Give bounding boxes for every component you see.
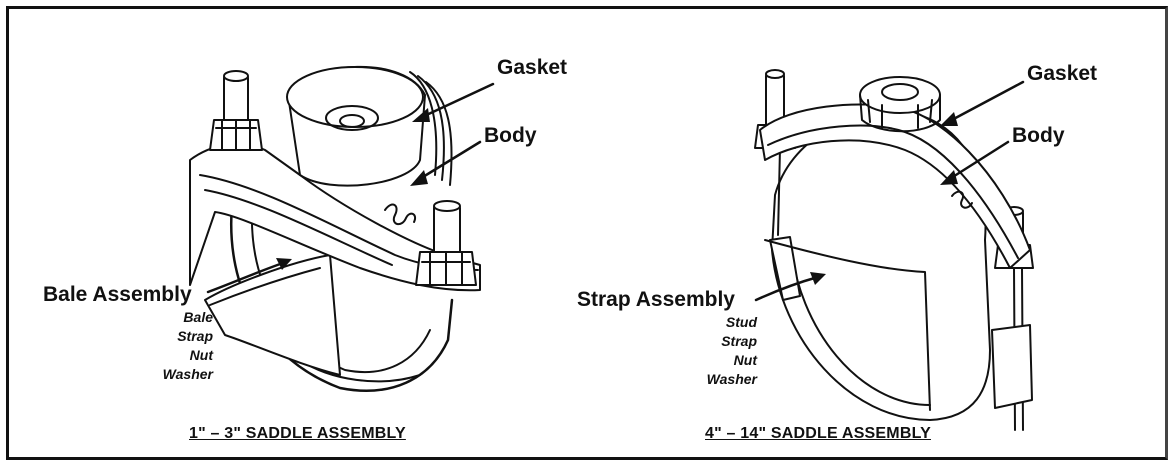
left-caption: 1" – 3" SADDLE ASSEMBLY [189, 425, 406, 442]
body-arrowhead-left [410, 170, 428, 186]
left-gasket-label: Gasket [497, 56, 568, 79]
right-component-1: Stud [725, 314, 757, 330]
assembly-arrowhead-left [276, 258, 292, 270]
large-saddle-drawing [754, 69, 1034, 431]
right-component-2: Strap [721, 333, 757, 349]
right-component-4: Washer [706, 371, 757, 387]
right-caption: 4" – 14" SADDLE ASSEMBLY [705, 425, 931, 442]
left-leader-lines [206, 82, 495, 294]
assembly-arrowhead-right [810, 272, 826, 285]
small-saddle-drawing [189, 65, 481, 392]
body-arrowhead-right [940, 170, 958, 185]
left-component-2: Strap [177, 328, 213, 344]
left-component-list: Bale Strap Nut Washer [133, 308, 213, 384]
left-component-3: Nut [189, 347, 213, 363]
left-component-1: Bale [183, 309, 213, 325]
gasket-arrowhead-left [412, 108, 430, 122]
right-component-3: Nut [733, 352, 757, 368]
left-component-4: Washer [162, 366, 213, 382]
gasket-arrowhead-right [940, 112, 958, 126]
right-component-list: Stud Strap Nut Washer [677, 313, 757, 389]
left-body-label: Body [484, 124, 537, 147]
left-assembly-label: Bale Assembly [43, 283, 192, 306]
right-gasket-label: Gasket [1027, 62, 1098, 85]
right-assembly-label: Strap Assembly [577, 288, 735, 311]
right-body-label: Body [1012, 124, 1065, 147]
